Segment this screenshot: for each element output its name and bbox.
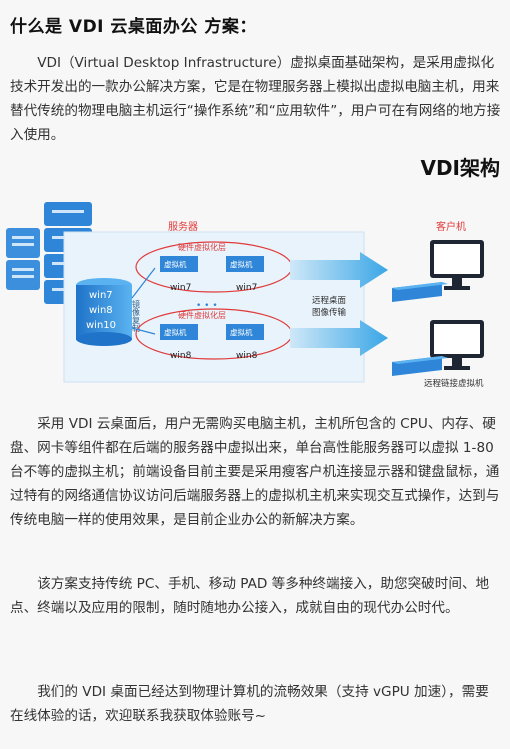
layer-label-bottom: 硬件虚拟化层 (178, 310, 226, 320)
db-item-win8: win8 (89, 305, 113, 316)
vm-label: 虚拟机 (164, 259, 187, 269)
remote-transfer-arrows: 远程桌面 图像传输 (290, 252, 388, 356)
db-item-win7: win7 (89, 290, 113, 301)
db-item-win10: win10 (86, 320, 116, 331)
vm-label: 虚拟机 (164, 327, 187, 337)
client-caption: 远程链接虚拟机 (424, 378, 484, 389)
vm-label: 虚拟机 (230, 259, 253, 269)
vm-os-bottom-1: win8 (170, 351, 192, 361)
mirror-copy-label: 镜像复制 (132, 299, 141, 333)
virtualization-layer-top: 硬件虚拟化层 虚拟机 虚拟机 win7 win7 (135, 241, 293, 293)
transfer-label-2: 图像传输 (312, 307, 347, 318)
vm-os-top-1: win7 (170, 283, 191, 293)
virtualization-layer-bottom: 硬件虚拟化层 虚拟机 虚拟机 win8 win8 (135, 308, 293, 361)
page-heading: 什么是 VDI 云桌面办公 方案： (10, 17, 257, 37)
thin-client-icon (392, 320, 484, 376)
vm-label: 虚拟机 (230, 327, 253, 337)
thin-client-icon (392, 240, 484, 302)
image-database-icon: win7 win8 win10 (76, 278, 132, 346)
layer-label-top: 硬件虚拟化层 (178, 242, 226, 252)
contact-paragraph: 我们的 VDI 桌面已经达到物理计算机的流畅效果（支持 vGPU 加速），需要在… (10, 684, 489, 724)
terminals-paragraph: 该方案支持传统 PC、手机、移动 PAD 等多种终端接入，助您突破时间、地点、终… (10, 576, 490, 616)
vdi-architecture-diagram: 服务器 win7 win8 win10 镜像复制 硬件虚拟化层 虚拟机 虚拟机 … (6, 202, 484, 389)
client-label: 客户机 (436, 220, 466, 233)
intro-paragraph: VDI（Virtual Desktop Infrastructure）虚拟桌面基… (10, 55, 501, 143)
diagram-title: VDI架构 (420, 156, 500, 180)
vm-os-bottom-2: win8 (236, 351, 258, 361)
transfer-label-1: 远程桌面 (312, 295, 347, 306)
vm-os-top-2: win7 (236, 283, 257, 293)
server-label: 服务器 (168, 220, 198, 233)
more-vms-dots: • • • (196, 301, 218, 311)
description-paragraph: 采用 VDI 云桌面后，用户无需购买电脑主机，主机所包含的 CPU、内存、硬盘、… (10, 416, 500, 528)
